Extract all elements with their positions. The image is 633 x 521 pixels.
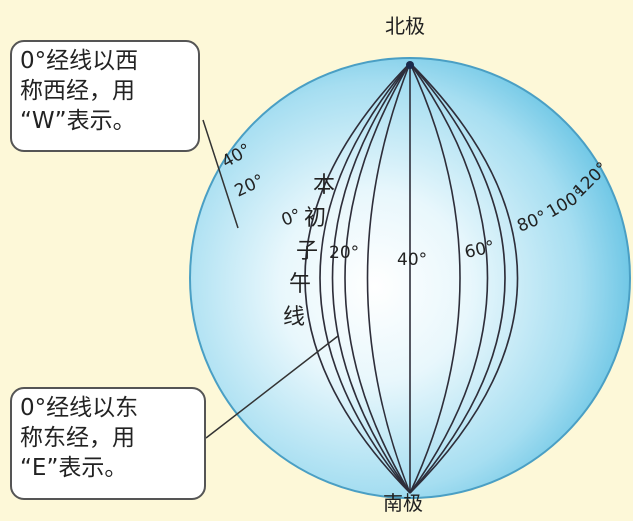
east-callout-line-3: “E”表示。	[20, 455, 128, 481]
meridian-west-20	[319, 62, 411, 494]
west-longitude-callout: 0°经线以西 称西经，用 “W”表示。	[10, 40, 200, 152]
meridian-lines	[304, 62, 519, 494]
callout-west-leader	[202, 119, 239, 229]
north-pole-label: 北极	[385, 14, 425, 38]
east-longitude-callout: 0°经线以东 称东经，用 “E”表示。	[10, 387, 206, 500]
meridian-east-120	[409, 62, 519, 494]
prime-meridian-char-3: 子	[296, 239, 318, 264]
east-callout-line-1: 0°经线以东	[20, 395, 139, 421]
north-pole-dot	[406, 61, 414, 69]
prime-meridian-char-1: 本	[313, 173, 335, 198]
west-callout-line-2: 称西经，用	[20, 78, 135, 104]
prime-meridian-char-2: 初	[304, 206, 326, 231]
meridian-east-60	[409, 62, 461, 494]
east-label-40: 40°	[397, 250, 427, 270]
prime-meridian-char-4: 午	[289, 272, 311, 297]
meridian-east-20	[366, 62, 411, 494]
west-callout-line-3: “W”表示。	[20, 108, 136, 134]
west-callout-line-1: 0°经线以西	[20, 48, 139, 74]
meridian-west-40	[304, 62, 411, 494]
south-pole-label: 南极	[383, 491, 423, 515]
east-callout-line-2: 称东经，用	[20, 425, 135, 451]
callout-east-leader	[205, 335, 339, 439]
meridian-east-100	[409, 62, 506, 494]
meridian-west-0-outer	[331, 62, 411, 494]
prime-meridian-char-5: 线	[283, 305, 305, 330]
east-label-20: 20°	[329, 243, 359, 263]
meridian-0	[344, 62, 411, 494]
meridian-east-80	[409, 62, 489, 494]
